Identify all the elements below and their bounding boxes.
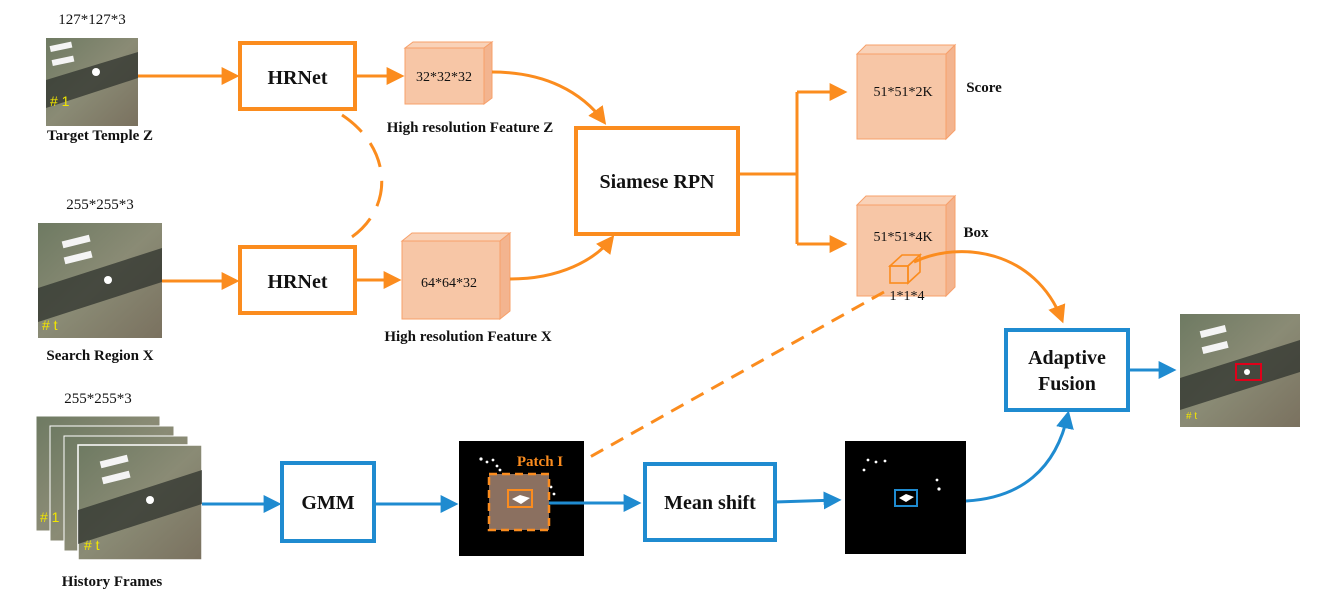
- feature-x-caption: High resolution Feature X: [384, 329, 552, 345]
- output-frame-id: # t: [1186, 411, 1197, 422]
- arrow-result-to-fusion: [965, 410, 1074, 503]
- template-caption: Target Temple Z: [47, 128, 153, 144]
- history-frame-id-first: # 1: [40, 509, 60, 525]
- patch-target-blob: [512, 495, 530, 504]
- siamese-rpn-block: [574, 126, 740, 236]
- search-image: # t: [38, 223, 162, 338]
- arrow-feature-x-to-siamese: [509, 235, 615, 281]
- output-image: # t: [1180, 314, 1300, 427]
- template-size-label: 127*127*3: [58, 12, 126, 28]
- history-frame-id-last: # t: [84, 537, 100, 553]
- gmm-label: GMM: [301, 492, 354, 514]
- shared-weights-link: [341, 113, 384, 245]
- search-caption: Search Region X: [46, 348, 153, 364]
- score-cube: [855, 43, 957, 141]
- adaptive-fusion-label-line1: Adaptive: [1028, 347, 1106, 369]
- box-caption: Box: [963, 225, 989, 241]
- box-cube: [855, 194, 957, 298]
- hrnet-bottom-label: HRNet: [268, 271, 328, 293]
- patch-label: Patch I: [517, 454, 563, 470]
- meanshift-target-box: [894, 489, 918, 507]
- box-unit-cube: [887, 253, 923, 285]
- arrow-box-to-fusion: [913, 250, 1066, 324]
- hrnet-bottom-block: [238, 245, 357, 315]
- feature-x-cube: [400, 231, 512, 321]
- siamese-rpn-label: Siamese RPN: [600, 171, 716, 193]
- template-frame-id: # 1: [50, 93, 70, 109]
- template-image: # 1: [46, 38, 138, 126]
- box-dims: 51*51*4K: [873, 230, 932, 245]
- adaptive-fusion-label-line2: Fusion: [1038, 373, 1096, 395]
- feature-z-dims: 32*32*32: [416, 70, 472, 85]
- adaptive-fusion-block: [1004, 328, 1130, 412]
- output-tracked-box: [1235, 363, 1262, 381]
- hrnet-top-block: [238, 41, 357, 111]
- feature-z-caption: High resolution Feature Z: [387, 120, 554, 136]
- meanshift-label: Mean shift: [664, 492, 756, 514]
- patch-target-box: [507, 489, 533, 508]
- box-unit-dims: 1*1*4: [890, 289, 925, 304]
- score-caption: Score: [966, 80, 1002, 96]
- meanshift-result-image: [845, 441, 966, 554]
- history-frames-stack: # 1 # t: [35, 415, 203, 561]
- history-caption: History Frames: [62, 574, 163, 590]
- arrow-feature-z-to-siamese: [491, 70, 607, 125]
- feature-z-cube: [403, 41, 494, 105]
- hrnet-top-label: HRNet: [268, 67, 328, 89]
- arrow-meanshift-to-result: [774, 491, 842, 510]
- score-dims: 51*51*2K: [873, 85, 932, 100]
- meanshift-block: [643, 462, 777, 542]
- search-size-label: 255*255*3: [66, 197, 134, 213]
- history-size-label: 255*255*3: [64, 391, 132, 407]
- branch-trunk-up: [738, 92, 799, 176]
- gmm-block: [280, 461, 376, 543]
- feature-x-dims: 64*64*32: [421, 276, 477, 291]
- search-frame-id: # t: [42, 317, 58, 333]
- arrow-box-to-patch: [552, 290, 885, 478]
